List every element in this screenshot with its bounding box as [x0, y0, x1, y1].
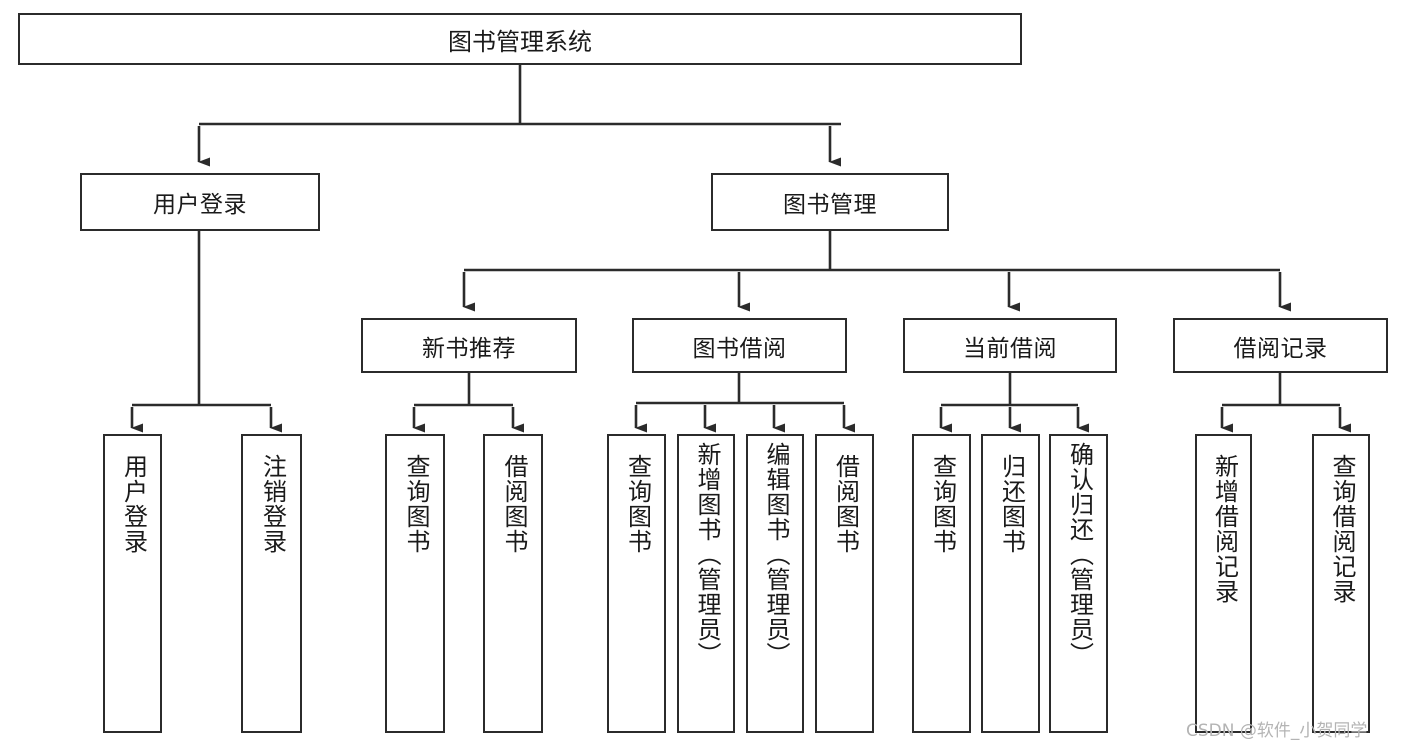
node-leaf-logout[interactable]: 注销登录 — [241, 434, 302, 733]
node-book-manage-label: 图书管理 — [783, 192, 877, 218]
node-leaf-borrow-book-1[interactable]: 借阅图书 — [483, 434, 543, 733]
node-leaf-query-book-3[interactable]: 查询图书 — [912, 434, 971, 733]
node-current-borrow-label: 当前借阅 — [963, 335, 1057, 362]
node-leaf-query-record[interactable]: 查询借阅记录 — [1312, 434, 1370, 733]
node-leaf-borrow-book-1-label: 借阅图书 — [499, 454, 528, 554]
node-new-book-rec-label: 新书推荐 — [422, 335, 516, 362]
node-book-borrow-label: 图书借阅 — [692, 335, 787, 362]
node-new-book-rec[interactable]: 新书推荐 — [361, 318, 577, 373]
node-leaf-borrow-book-2-label: 借阅图书 — [831, 454, 860, 554]
node-leaf-add-book-label: 新增图书（管理员） — [692, 442, 721, 667]
node-leaf-return-book-label: 归还图书 — [997, 454, 1026, 554]
node-leaf-return-book[interactable]: 归还图书 — [981, 434, 1040, 733]
node-leaf-user-login[interactable]: 用户登录 — [103, 434, 162, 733]
node-leaf-query-book-2[interactable]: 查询图书 — [607, 434, 666, 733]
node-leaf-add-book[interactable]: 新增图书（管理员） — [677, 434, 735, 733]
node-current-borrow[interactable]: 当前借阅 — [903, 318, 1117, 373]
node-leaf-borrow-book-2[interactable]: 借阅图书 — [815, 434, 874, 733]
watermark: CSDN @软件_小贺同学 — [1186, 721, 1368, 741]
node-borrow-record-label: 借阅记录 — [1233, 335, 1328, 362]
node-leaf-query-book-3-label: 查询图书 — [928, 454, 957, 554]
node-root-label: 图书管理系统 — [448, 27, 592, 56]
node-leaf-add-record[interactable]: 新增借阅记录 — [1195, 434, 1252, 733]
node-leaf-query-book-1[interactable]: 查询图书 — [385, 434, 445, 733]
node-root[interactable]: 图书管理系统 — [18, 13, 1022, 65]
node-leaf-edit-book[interactable]: 编辑图书（管理员） — [746, 434, 804, 733]
node-user-login[interactable]: 用户登录 — [80, 173, 320, 231]
node-leaf-edit-book-label: 编辑图书（管理员） — [761, 442, 790, 667]
node-leaf-confirm-return[interactable]: 确认归还（管理员） — [1049, 434, 1108, 733]
node-leaf-query-book-2-label: 查询图书 — [623, 454, 652, 554]
node-leaf-query-record-label: 查询借阅记录 — [1327, 454, 1356, 604]
node-book-borrow[interactable]: 图书借阅 — [632, 318, 847, 373]
node-leaf-user-login-label: 用户登录 — [119, 454, 148, 554]
node-book-manage[interactable]: 图书管理 — [711, 173, 949, 231]
node-user-login-label: 用户登录 — [153, 192, 247, 218]
node-leaf-query-book-1-label: 查询图书 — [401, 454, 430, 554]
node-borrow-record[interactable]: 借阅记录 — [1173, 318, 1388, 373]
node-leaf-confirm-return-label: 确认归还（管理员） — [1065, 442, 1094, 667]
node-leaf-add-record-label: 新增借阅记录 — [1210, 454, 1239, 604]
node-leaf-logout-label: 注销登录 — [258, 454, 287, 554]
